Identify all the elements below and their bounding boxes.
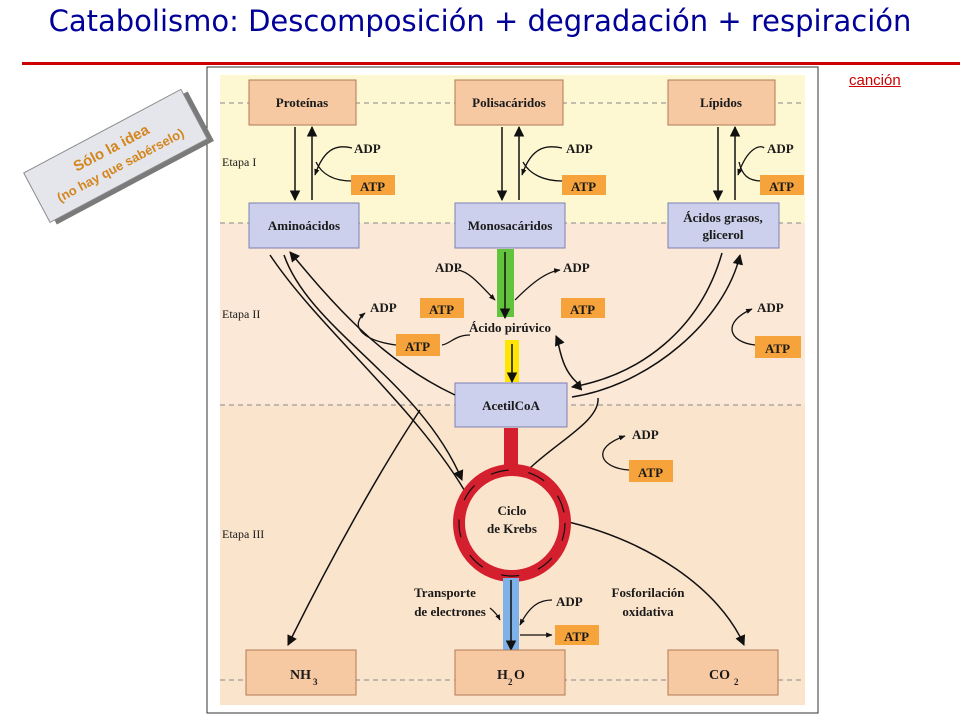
- arrow: [602, 435, 630, 471]
- stage-2-label: Etapa II: [222, 307, 260, 321]
- acetilcoa-to-krebs-bar: [504, 428, 518, 470]
- adp-label: ADP: [566, 141, 593, 156]
- flow-arrows-part: [269, 254, 471, 501]
- adp-label: ADP: [370, 300, 397, 315]
- box-h2o-subscript: 2: [508, 677, 513, 687]
- box-h2o: [454, 649, 566, 696]
- flow-arrows-part: [570, 252, 723, 391]
- atp-box: [555, 625, 599, 645]
- atp-box: [420, 298, 464, 318]
- stamp-card: [23, 88, 208, 224]
- stage-1-exchanges: [289, 125, 765, 202]
- box-lipidos-label: Lípidos: [700, 95, 742, 110]
- adp-label: ADP: [435, 260, 462, 275]
- box-monosacaridos: [454, 202, 566, 249]
- stage-1-exchanges-part: [522, 161, 563, 182]
- adp-label: ADP: [767, 141, 794, 156]
- adp-label: ADP: [563, 260, 590, 275]
- fosforilacion-label-2: oxidativa: [622, 604, 674, 619]
- stage-1-exchanges-part: [315, 161, 353, 182]
- atp-box: [760, 175, 804, 195]
- adp-label: ADP: [757, 300, 784, 315]
- flow-arrows-part: [571, 253, 743, 398]
- box-proteinas: [248, 79, 357, 126]
- ciclo-label-2: de Krebs: [487, 521, 537, 536]
- atp-label: ATP: [765, 341, 790, 356]
- box-acetilcoa: [454, 382, 568, 428]
- box-acidos-grasos: [667, 202, 780, 249]
- box-monosacaridos-label: Monosacáridos: [468, 218, 553, 233]
- adp-label: ADP: [632, 427, 659, 442]
- krebs-ring-arrows: [458, 469, 566, 577]
- flow-arrows-part: [289, 251, 456, 396]
- atp-label: ATP: [360, 179, 385, 194]
- adp-label: ADP: [354, 141, 381, 156]
- arrow: [731, 308, 756, 346]
- atp-label: ATP: [638, 465, 663, 480]
- acido-piruvico-label: Ácido pirúvico: [469, 320, 551, 335]
- transporte-label-1: Transporte: [414, 585, 476, 600]
- title-underline: [22, 62, 960, 65]
- arrow: [457, 269, 496, 301]
- flow-arrows: [269, 251, 746, 646]
- atp-label: ATP: [564, 629, 589, 644]
- arrow: [441, 334, 471, 346]
- atp-box: [396, 334, 440, 356]
- atp-box: [351, 175, 395, 195]
- box-acetilcoa-label: AcetilCoA: [482, 398, 540, 413]
- page-title: Catabolismo: Descomposición + degradació…: [48, 4, 912, 38]
- atp-label: ATP: [570, 302, 595, 317]
- box-acidos-grasos-label-1: Ácidos grasos,: [683, 210, 762, 225]
- box-aminoacidos-label: Aminoácidos: [268, 218, 340, 233]
- box-co2-subscript: 2: [734, 677, 739, 687]
- atp-box: [629, 460, 673, 482]
- solo-la-idea-stamp: Sólo la idea (no hay que sabérselo): [23, 88, 214, 225]
- box-polisacaridos-label: Polisacáridos: [472, 95, 546, 110]
- arrow: [489, 607, 501, 621]
- flow-arrows-part: [283, 254, 464, 481]
- atp-box: [755, 336, 801, 358]
- flow-arrows-part: [529, 397, 599, 469]
- stage-3-label: Etapa III: [222, 527, 264, 541]
- box-polisacaridos: [454, 79, 564, 126]
- arrow: [514, 268, 561, 301]
- flow-arrows-part: [555, 335, 581, 386]
- box-co2: [667, 649, 779, 696]
- transporte-label-2: de electrones: [414, 604, 486, 619]
- adp-label: ADP: [556, 594, 583, 609]
- box-h2o-label-h: H: [497, 668, 508, 683]
- flow-arrows-part: [559, 519, 746, 646]
- box-h2o-label-o: O: [514, 668, 525, 683]
- atp-label: ATP: [571, 179, 596, 194]
- box-aminoacidos: [248, 202, 360, 249]
- atp-box: [561, 298, 605, 318]
- box-proteinas-label: Proteínas: [276, 95, 328, 110]
- stage-1-exchanges-part: [314, 146, 353, 176]
- box-nh3-subscript: 3: [313, 677, 318, 687]
- atp-box: [562, 175, 606, 195]
- flow-arrows-part: [287, 409, 421, 646]
- ciclo-label-1: Ciclo: [498, 503, 527, 518]
- stage-1-exchanges-part: [521, 146, 563, 176]
- arrow: [357, 312, 397, 346]
- atp-label: ATP: [769, 179, 794, 194]
- atp-label: ATP: [429, 302, 454, 317]
- box-lipidos: [667, 79, 776, 126]
- arrow: [519, 599, 553, 626]
- stage-1-exchanges-part: [738, 161, 763, 182]
- stage-1-label: Etapa I: [222, 155, 256, 169]
- atp-label: ATP: [405, 339, 430, 354]
- box-nh3: [245, 649, 357, 696]
- fosforilacion-label-1: Fosforilación: [612, 585, 686, 600]
- song-link[interactable]: canción: [849, 72, 901, 89]
- box-co2-label: CO: [709, 668, 730, 683]
- box-nh3-label: NH: [290, 668, 311, 683]
- box-acidos-grasos-label-2: glicerol: [703, 227, 744, 242]
